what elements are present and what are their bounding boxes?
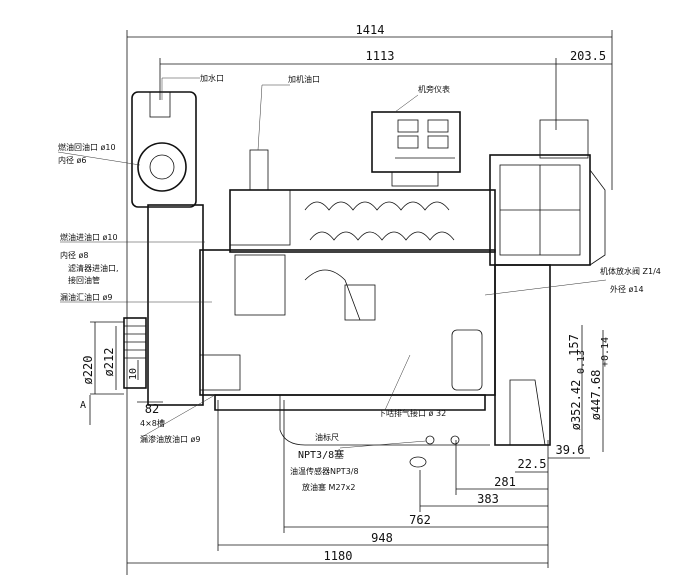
label-fuel-inlet: 燃油进油口 ø10 <box>60 232 118 242</box>
label-drain-plug: 放油塞 M27x2 <box>302 482 355 492</box>
label-fuel-inlet-note2: 接回油管 <box>68 275 100 285</box>
dim-1180: 1180 <box>324 549 353 563</box>
top-dimensions: 1414 1113 203.5 <box>126 23 613 575</box>
dim-pulley-82: 82 <box>145 402 159 416</box>
dim-mid-width: 1113 <box>366 49 395 63</box>
dim-dia-352: ø352.42 <box>569 380 583 431</box>
label-instrument: 机旁仪表 <box>418 84 450 94</box>
dim-383: 383 <box>477 492 499 506</box>
dim-dia-212: ø212 <box>102 348 116 377</box>
dim-39-6: 39.6 <box>556 443 585 457</box>
right-dimensions: 157 ø352.42 0.13 ø447.68 +0.14 39.6 22.5 <box>515 325 611 473</box>
label-oil-temp-sensor: 油温传感器NPT3/8 <box>290 466 359 476</box>
dim-overall-width: 1414 <box>356 23 385 37</box>
callouts: 加水口 加机油口 机旁仪表 燃油回油口 ø10 内径 ø6 燃油进油口 ø10 … <box>57 73 661 492</box>
label-leak-oil: 漏油汇油口 ø9 <box>60 292 113 302</box>
dim-dia-220: ø220 <box>81 356 95 385</box>
dim-height-10: 10 <box>128 368 139 380</box>
dim-right-offset: 203.5 <box>570 49 606 63</box>
dim-grooves: 4×8槽 <box>140 418 165 428</box>
dim-dia-447-tol: +0.14 <box>600 337 611 367</box>
label-block-water-valve-od: 外径 ø14 <box>610 284 644 294</box>
label-water-fill: 加水口 <box>200 73 224 83</box>
dim-281: 281 <box>494 475 516 489</box>
label-exhaust-outlet: 下咕排气接口 ø 32 <box>378 408 446 418</box>
label-fuel-return-inner: 内径 ø6 <box>58 155 87 165</box>
label-oil-fill: 加机油口 <box>288 74 320 84</box>
dim-762: 762 <box>409 513 431 527</box>
dim-dia-447: ø447.68 <box>589 370 603 421</box>
dim-948: 948 <box>371 531 393 545</box>
label-dipstick: 油标尺 <box>315 432 339 442</box>
dim-dia-352-tol: 0.13 <box>576 350 587 374</box>
label-leak-drain: 漏渗油放油口 ø9 <box>140 434 201 444</box>
label-fuel-inlet-note1: 滤清器进油口, <box>68 263 119 273</box>
label-npt-plug: NPT3/8塞 <box>298 448 344 461</box>
arrow-a-label: A <box>80 400 86 411</box>
label-block-water-valve: 机体放水阀 Z1/4 <box>600 266 661 276</box>
engine-body <box>123 91 606 446</box>
label-fuel-inlet-inner: 内径 ø8 <box>60 250 89 260</box>
label-fuel-return: 燃油回油口 ø10 <box>58 142 116 152</box>
dim-22-5: 22.5 <box>518 457 547 471</box>
bottom-dimensions: 281 383 762 948 1180 <box>127 400 549 568</box>
left-dimensions: ø220 ø212 10 82 4×8槽 A <box>80 321 165 428</box>
dim-side-157: 157 <box>567 334 581 356</box>
